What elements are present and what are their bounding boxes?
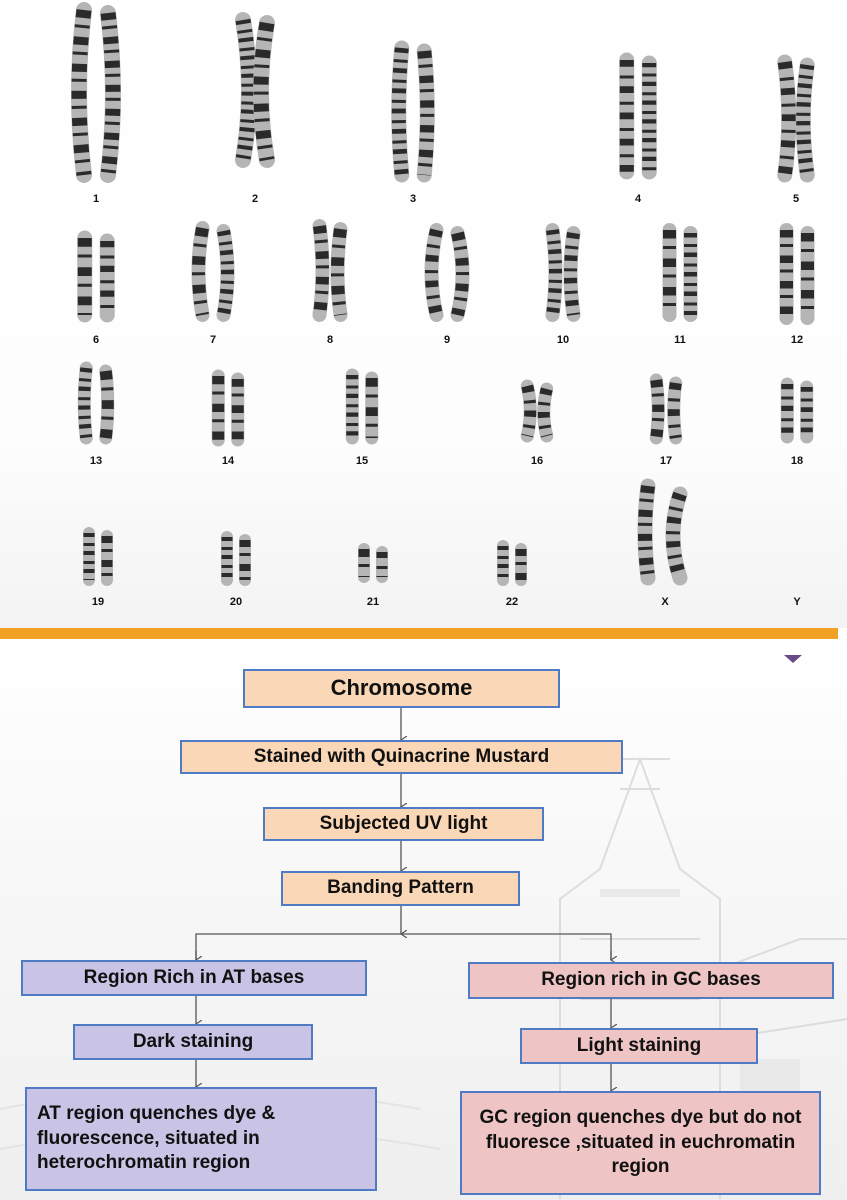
chromosome-label-14: 14	[221, 455, 235, 467]
chromosome-13	[77, 361, 93, 445]
chromosome-label-y: Y	[793, 596, 801, 608]
chromosome-pair-6	[77, 230, 115, 323]
banding-pattern-box: Banding Pattern	[281, 871, 520, 906]
chromosome-59	[450, 226, 470, 322]
karyogram-panel: 1 2 3 4 5 6 7 8 9 10 11 12 13 14 15 16 1…	[0, 0, 847, 628]
chromosome-label-6: 6	[92, 334, 100, 346]
corner-arrow-icon	[784, 655, 802, 663]
chromosome-pair-18	[780, 377, 814, 444]
chromosome-2	[235, 12, 257, 168]
chromosome-label-5: 5	[792, 193, 800, 205]
chromosome-3	[391, 40, 410, 183]
chromosome-pair-5	[777, 54, 815, 183]
gc-region-box: Region rich in GC bases	[468, 962, 834, 999]
chromosome-55	[795, 57, 815, 183]
light-staining-box: Light staining	[520, 1028, 758, 1064]
chromosome-pair-11	[662, 223, 698, 322]
chromosome-pair-2	[235, 12, 275, 168]
at-region-box: Region Rich in AT bases	[21, 960, 367, 996]
chromosome-57	[216, 224, 235, 322]
chromosome-label-21: 21	[366, 596, 380, 608]
flowchart-panel: Chromosome Stained with Quinacrine Musta…	[0, 639, 847, 1200]
chromosome-pair-22	[497, 540, 527, 586]
chromosome-label-1: 1	[92, 193, 100, 205]
chromosome-label-3: 3	[409, 193, 417, 205]
chromosome-pair-3	[391, 40, 435, 183]
chromosome-17	[649, 373, 665, 445]
chromosome-pair-15	[345, 368, 379, 445]
chromosome-7	[191, 221, 210, 322]
chromosome-label-22: 22	[505, 596, 519, 608]
chromosome-53	[416, 43, 435, 183]
gc-result-box: GC region quenches dye but do not fluore…	[460, 1091, 821, 1195]
chromosome-label-20: 20	[229, 596, 243, 608]
chromosome-label-10: 10	[556, 334, 570, 346]
chromosome-label-15: 15	[355, 455, 369, 467]
chromosome-pair-1	[71, 2, 121, 183]
chromosome-9	[424, 223, 444, 322]
chromosome-pair-9	[424, 223, 470, 322]
chromosome-pair-12	[779, 223, 815, 325]
chromosome-label-7: 7	[209, 334, 217, 346]
chromosome-box: Chromosome	[243, 669, 560, 708]
chromosome-67	[667, 376, 683, 445]
chromosome-63	[99, 364, 115, 445]
chromosome-pair-10	[545, 223, 581, 322]
chromosome-label-16: 16	[530, 455, 544, 467]
chromosome-pair-20	[220, 531, 251, 586]
chromosome-66	[537, 382, 554, 443]
karyogram-image	[71, 2, 815, 586]
chromosome-60	[563, 226, 581, 322]
chromosome-label-17: 17	[659, 455, 673, 467]
chromosome-pair-21	[358, 543, 388, 583]
branch-connector	[195, 933, 612, 960]
chromosome-10	[545, 223, 563, 322]
chromosome-1	[71, 2, 92, 183]
uv-light-box: Subjected UV light	[263, 807, 544, 841]
chromosome-label-11: 11	[674, 334, 686, 346]
chromosome-label-13: 13	[89, 455, 103, 467]
dark-staining-box: Dark staining	[73, 1024, 313, 1060]
chromosome-16	[520, 379, 537, 443]
chromosome-pair-14	[211, 369, 245, 447]
chromosome-51	[100, 5, 121, 183]
chromosome-91	[637, 478, 656, 586]
chromosome-pair-16	[520, 379, 554, 443]
chromosome-label-18: 18	[790, 455, 804, 467]
chromosome-52	[253, 15, 275, 168]
chromosome-92	[665, 486, 688, 586]
chromosome-pair-8	[312, 219, 348, 322]
chromosome-label-8: 8	[326, 334, 334, 346]
chromosome-pair-4	[619, 52, 657, 180]
chromosome-pair-7	[191, 221, 235, 322]
chromosome-58	[330, 222, 348, 322]
chromosome-pair-19	[83, 527, 113, 586]
flow-connectors	[0, 708, 847, 1200]
chromosome-label-9: 9	[443, 334, 451, 346]
chromosome-8	[312, 219, 330, 322]
chromosome-pair-X	[637, 478, 688, 586]
chromosome-pair-13	[77, 361, 115, 445]
chromosome-label-2: 2	[251, 193, 259, 205]
stained-box: Stained with Quinacrine Mustard	[180, 740, 623, 774]
at-result-box: AT region quenches dye & fluorescence, s…	[25, 1087, 377, 1191]
chromosome-label-12: 12	[790, 334, 804, 346]
chromosome-label-19: 19	[91, 596, 105, 608]
chromosome-label-4: 4	[634, 193, 642, 205]
chromosome-5	[777, 54, 797, 183]
chromosome-label-x: X	[661, 596, 669, 608]
chromosome-pair-17	[649, 373, 683, 445]
section-divider	[0, 628, 838, 639]
